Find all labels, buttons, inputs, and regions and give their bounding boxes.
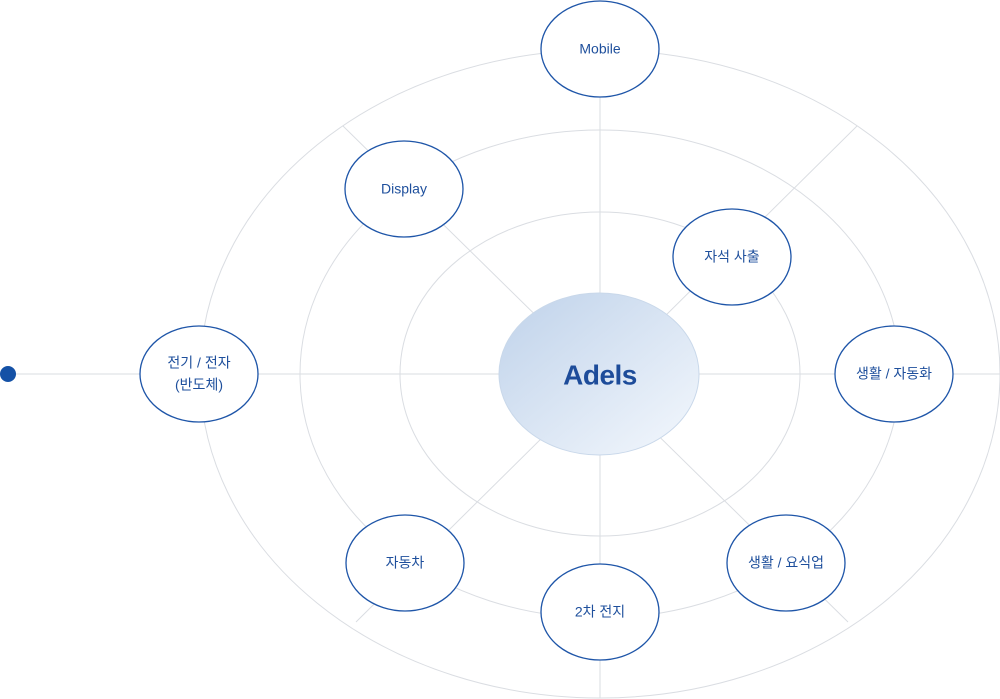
node-automobile-ellipse xyxy=(345,514,465,612)
node-living-automation: 생활 / 자동화 xyxy=(834,325,954,423)
node-electric-electronic-label-line2: (반도체) xyxy=(175,377,223,393)
node-electric-electronic-label-line1: 전기 / 전자 xyxy=(167,355,230,371)
center-label: Adels xyxy=(563,359,637,390)
start-marker-dot xyxy=(0,366,16,382)
node-living-automation-label: 생활 / 자동화 xyxy=(856,366,932,382)
center-hub: Adels xyxy=(498,292,700,456)
node-magnet-injection: 자석 사출 xyxy=(672,208,792,306)
node-living-food-label: 생활 / 요식업 xyxy=(748,555,824,571)
node-display-label: Display xyxy=(381,181,427,197)
node-electric-electronic: 전기 / 전자 (반도체) xyxy=(139,325,259,423)
node-living-automation-ellipse xyxy=(834,325,954,423)
node-automobile: 자동차 xyxy=(345,514,465,612)
node-mobile-label: Mobile xyxy=(579,41,620,57)
node-secondary-battery-label: 2차 전지 xyxy=(575,604,625,620)
node-electric-electronic-ellipse xyxy=(139,325,259,423)
node-secondary-battery: 2차 전지 xyxy=(540,563,660,661)
node-magnet-injection-label: 자석 사출 xyxy=(704,249,760,265)
node-mobile: Mobile xyxy=(540,0,660,98)
node-mobile-ellipse xyxy=(540,0,660,98)
center-ellipse xyxy=(498,292,700,456)
node-secondary-battery-ellipse xyxy=(540,563,660,661)
node-automobile-label: 자동차 xyxy=(386,555,425,571)
node-living-food-ellipse xyxy=(726,514,846,612)
node-magnet-injection-ellipse xyxy=(672,208,792,306)
node-display-ellipse xyxy=(344,140,464,238)
node-display: Display xyxy=(344,140,464,238)
node-living-food: 생활 / 요식업 xyxy=(726,514,846,612)
